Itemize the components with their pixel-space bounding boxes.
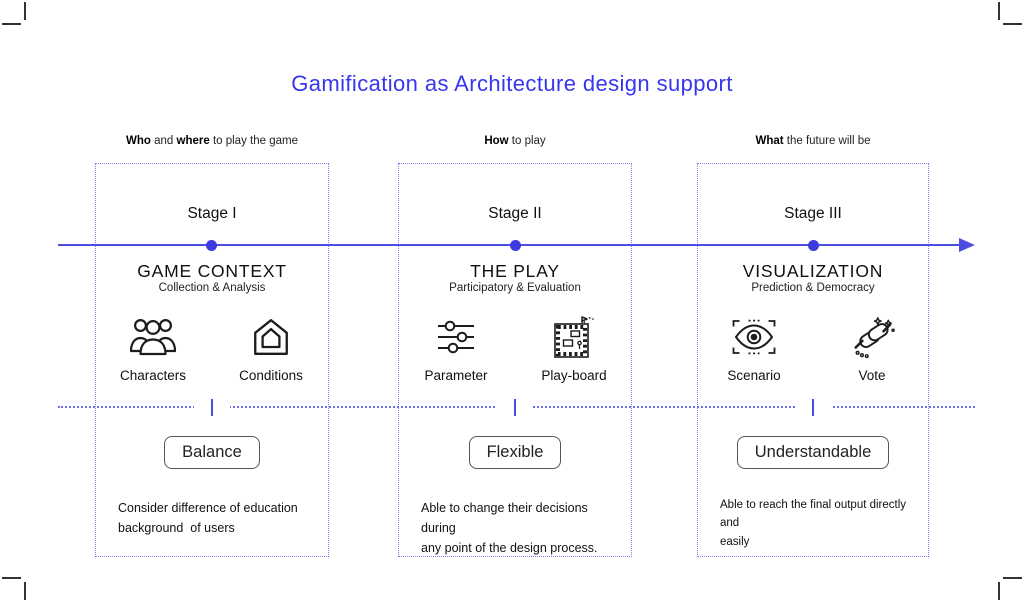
timeline-dot-stage2 xyxy=(510,240,521,251)
stage3-subheading: Prediction & Democracy xyxy=(751,282,875,294)
page-title: Gamification as Architecture design supp… xyxy=(291,71,733,96)
header-text: Who xyxy=(126,135,151,147)
stage1-icon-row: Characters Conditions xyxy=(96,312,328,383)
stage3-heading: VISUALIZATION xyxy=(742,261,884,281)
sliders-icon xyxy=(433,312,479,362)
stage1-subheading: Collection & Analysis xyxy=(158,282,266,294)
separator-tick-stage2 xyxy=(513,399,516,416)
crop-mark xyxy=(998,2,1000,20)
header-text: to play xyxy=(508,135,546,147)
header-text: where xyxy=(176,135,210,147)
separator-tick-stage1 xyxy=(210,399,213,416)
people-group-icon xyxy=(129,312,177,362)
stage1-icon-conditions: Conditions xyxy=(232,312,310,383)
separator-tick-stage3 xyxy=(811,399,814,416)
stage1-description: Consider difference of education backgro… xyxy=(118,501,298,535)
stage2-icon-playboard: Play-board xyxy=(535,312,613,383)
handshake-icon xyxy=(849,312,895,362)
icon-label: Scenario xyxy=(727,368,781,383)
stage3-label: Stage III xyxy=(784,205,842,222)
column-header-stage1: Who and where to play the game xyxy=(95,135,329,151)
stage3-icon-vote: Vote xyxy=(833,312,911,383)
header-text: and xyxy=(150,135,177,147)
header-text: to play the game xyxy=(209,135,298,147)
timeline-arrowhead-icon xyxy=(959,237,975,252)
crop-mark xyxy=(24,582,26,600)
crop-mark xyxy=(2,23,21,25)
stage2-icon-row: Parameter xyxy=(399,312,631,383)
understandable-button[interactable]: Understandable xyxy=(736,436,890,469)
crop-mark xyxy=(2,577,21,579)
stage1-box: Stage I GAME CONTEXT Collection & Analys… xyxy=(95,163,329,557)
stage3-description: Able to reach the final output directly … xyxy=(720,499,907,548)
timeline-line xyxy=(58,243,961,247)
header-text: What xyxy=(755,135,784,147)
icon-label: Characters xyxy=(119,368,187,383)
header-text: the future will be xyxy=(783,135,871,147)
timeline-dot-stage3 xyxy=(808,240,819,251)
game-board-icon xyxy=(551,312,597,362)
crop-mark xyxy=(1003,577,1022,579)
crop-mark xyxy=(998,582,1000,600)
crop-mark xyxy=(24,2,26,20)
icon-label: Play-board xyxy=(541,368,607,383)
crop-mark xyxy=(1003,23,1022,25)
icon-label: Vote xyxy=(858,368,886,383)
header-text: How xyxy=(484,135,509,147)
flexible-button[interactable]: Flexible xyxy=(468,436,562,469)
stage2-subheading: Participatory & Evaluation xyxy=(449,282,581,294)
column-header-stage3: What the future will be xyxy=(697,135,929,151)
stage2-tag-wrap: Flexible xyxy=(399,436,631,469)
stage1-label: Stage I xyxy=(187,205,237,222)
timeline-dot-stage1 xyxy=(206,240,217,251)
stage2-label: Stage II xyxy=(488,205,542,222)
stage2-box: Stage II THE PLAY Participatory & Evalua… xyxy=(398,163,632,557)
balance-button[interactable]: Balance xyxy=(164,436,260,469)
eye-icon xyxy=(730,312,778,362)
stage3-tag-wrap: Understandable xyxy=(698,436,928,469)
stage2-icon-parameter: Parameter xyxy=(417,312,495,383)
stage3-box: Stage III VISUALIZATION Prediction & Dem… xyxy=(697,163,929,557)
stage2-description: Able to change their decisions during an… xyxy=(421,501,598,555)
icon-label: Parameter xyxy=(424,368,488,383)
stage3-icon-scenario: Scenario xyxy=(715,312,793,383)
stage1-tag-wrap: Balance xyxy=(96,436,328,469)
stage1-icon-characters: Characters xyxy=(114,312,192,383)
icon-label: Conditions xyxy=(239,368,303,383)
stage3-icon-row: Scenario xyxy=(698,312,928,383)
stage1-heading: GAME CONTEXT xyxy=(137,261,287,281)
column-header-stage2: How to play xyxy=(398,135,632,151)
house-icon xyxy=(250,312,292,362)
stage2-heading: THE PLAY xyxy=(470,261,560,281)
